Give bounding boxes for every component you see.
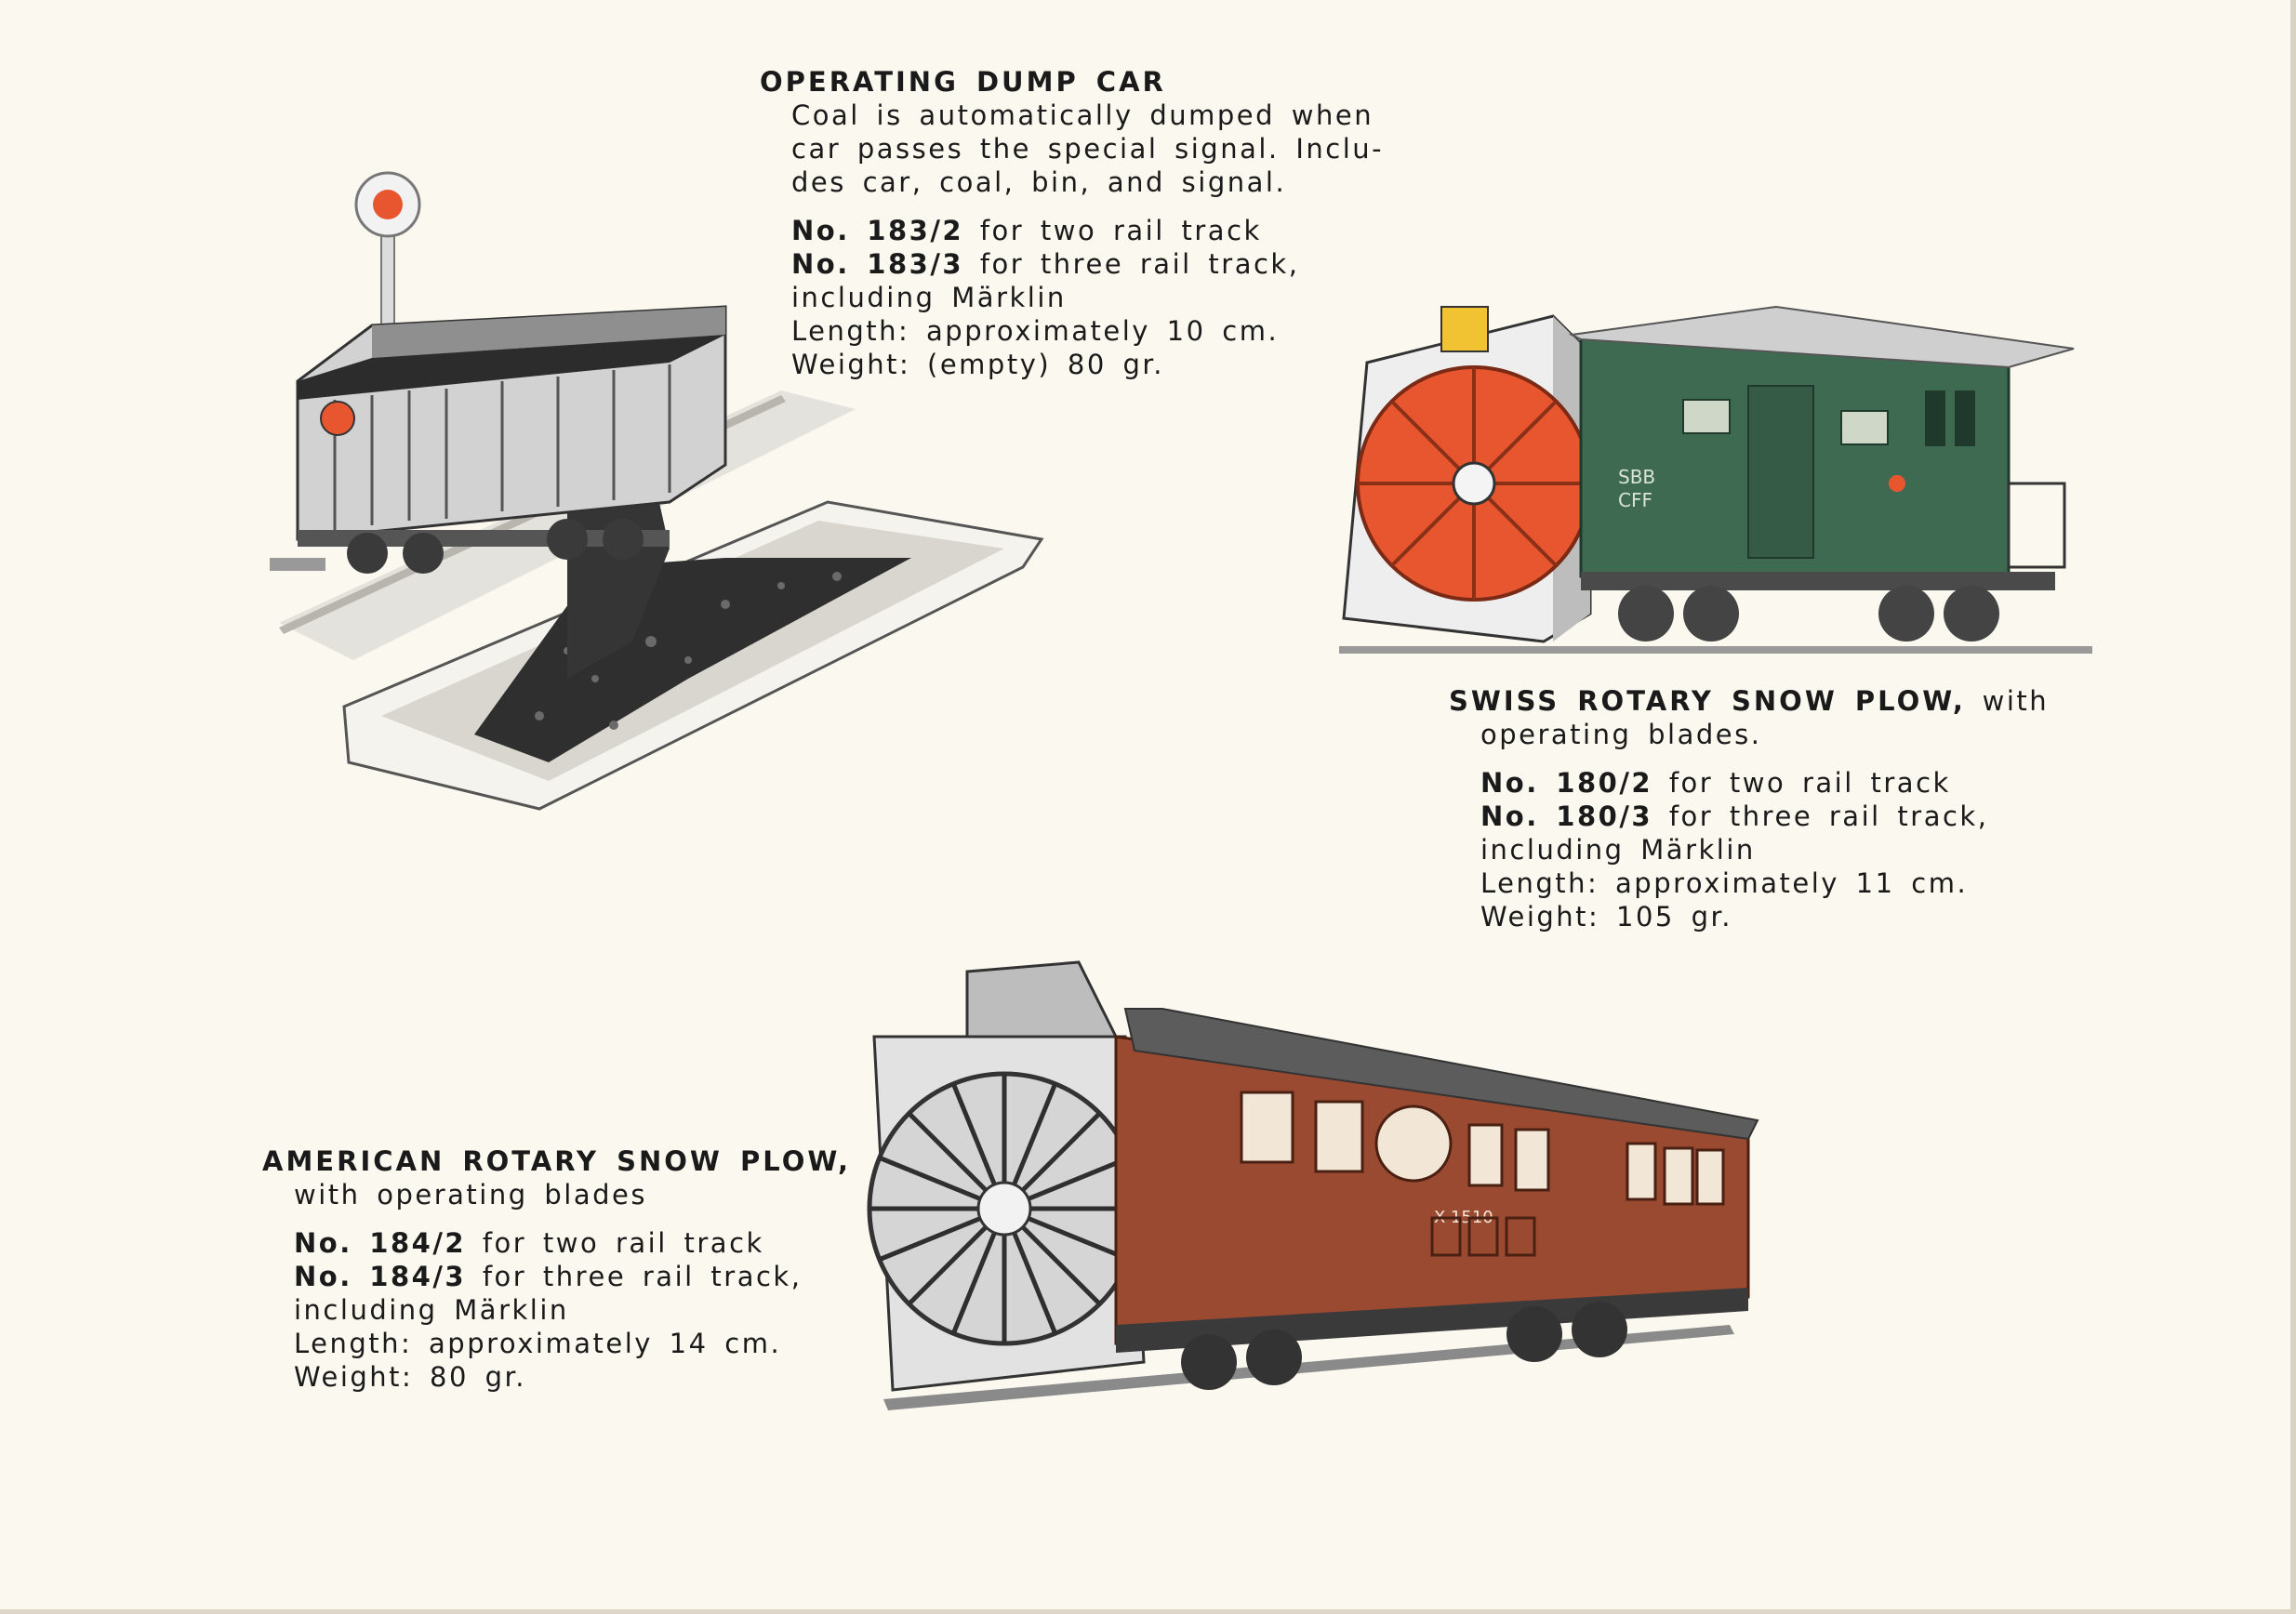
swiss-plow-no1: No. 180/2 for two rail track: [1449, 766, 2049, 800]
american-plow-illustration: X-1510: [865, 953, 1776, 1418]
swiss-plow-weight: Weight: 105 gr.: [1480, 901, 1732, 933]
swiss-plow-no2: No. 180/3 for three rail track,: [1449, 800, 2049, 833]
swiss-plow-text: SWISS ROTARY SNOW PLOW, with operating b…: [1449, 684, 2049, 933]
swiss-plow-title-tail: with: [1965, 685, 2050, 717]
swiss-car-marking-2: CFF: [1618, 489, 1652, 511]
swiss-plow-no2-number: No. 180/3: [1480, 800, 1653, 832]
american-plow-desc: with operating blades: [294, 1179, 647, 1210]
american-plow-length: Length: approximately 14 cm.: [294, 1328, 782, 1359]
american-plow-no1: No. 184/2 for two rail track: [262, 1226, 851, 1260]
swiss-plow-length: Length: approximately 11 cm.: [1480, 867, 1969, 899]
american-car-number: X-1510: [1434, 1208, 1493, 1227]
swiss-plow-including: including Märklin: [1480, 834, 1756, 866]
page-edge: [2290, 0, 2296, 1614]
american-plow-no2: No. 184/3 for three rail track,: [262, 1260, 851, 1293]
dump-car-desc-2: car passes the special signal. Inclu-: [791, 133, 1385, 165]
american-plow-no1-text: for two rail track: [466, 1227, 764, 1259]
dump-car-weight: Weight: (empty) 80 gr.: [791, 349, 1164, 380]
dump-car-no1-text: for two rail track: [963, 215, 1262, 246]
dump-car-text: OPERATING DUMP CAR Coal is automatically…: [760, 65, 1384, 381]
american-plow-no2-text: for three rail track,: [466, 1261, 803, 1292]
swiss-plow-desc: operating blades.: [1480, 719, 1762, 750]
page-edge-bottom: [0, 1609, 2296, 1614]
american-plow-no2-number: No. 184/3: [294, 1261, 467, 1292]
swiss-plow-no1-number: No. 180/2: [1480, 767, 1653, 799]
swiss-plow-no2-text: for three rail track,: [1652, 800, 1989, 832]
dump-car-no1: No. 183/2 for two rail track: [760, 214, 1384, 247]
dump-car-length: Length: approximately 10 cm.: [791, 315, 1280, 347]
swiss-plow-illustration: SBB CFF: [1339, 298, 2102, 669]
american-plow-weight: Weight: 80 gr.: [294, 1361, 527, 1393]
dump-car-including: including Märklin: [791, 282, 1067, 313]
american-plow-no1-number: No. 184/2: [294, 1227, 467, 1259]
dump-car-no2: No. 183/3 for three rail track,: [760, 247, 1384, 281]
dump-car-no2-text: for three rail track,: [963, 248, 1300, 280]
american-plow-including: including Märklin: [294, 1294, 569, 1326]
dump-car-no2-number: No. 183/3: [791, 248, 964, 280]
swiss-plow-no1-text: for two rail track: [1652, 767, 1951, 799]
dump-car-desc-3: des car, coal, bin, and signal.: [791, 166, 1287, 198]
american-plow-text: AMERICAN ROTARY SNOW PLOW, with operatin…: [262, 1144, 851, 1394]
swiss-car-marking-1: SBB: [1618, 466, 1655, 488]
swiss-plow-heading: SWISS ROTARY SNOW PLOW, with: [1449, 684, 2049, 718]
dump-car-title: OPERATING DUMP CAR: [760, 66, 1166, 98]
dump-car-desc-1: Coal is automatically dumped when: [791, 99, 1374, 131]
dump-car-illustration: [260, 158, 1051, 818]
american-plow-title: AMERICAN ROTARY SNOW PLOW,: [262, 1145, 852, 1177]
dump-car-no1-number: No. 183/2: [791, 215, 964, 246]
swiss-plow-title: SWISS ROTARY SNOW PLOW,: [1449, 685, 1966, 717]
